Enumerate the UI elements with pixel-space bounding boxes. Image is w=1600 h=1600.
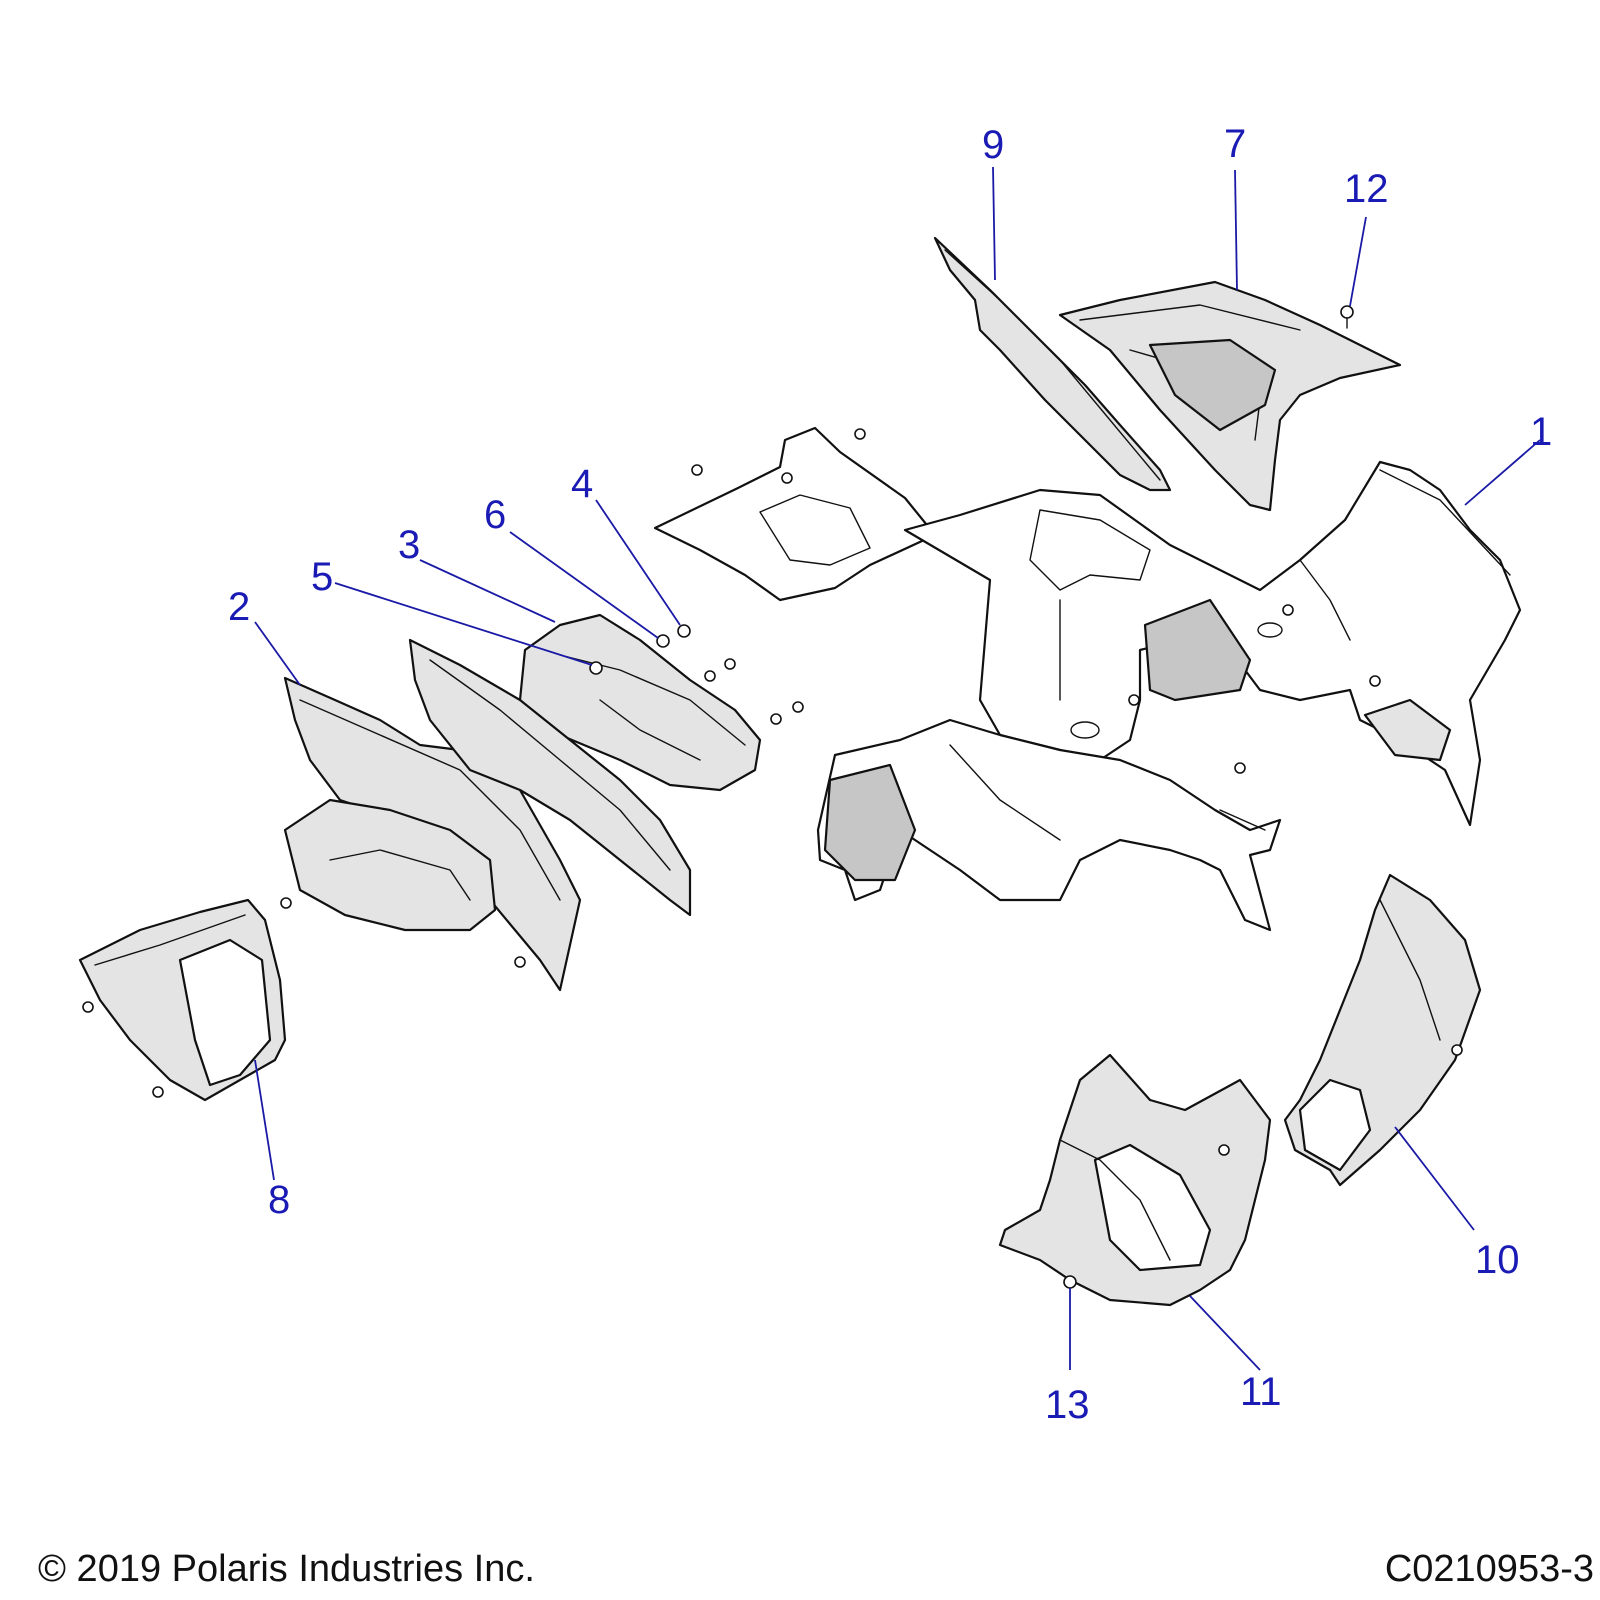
part-1-main-body bbox=[653, 426, 1522, 932]
callout-8: 8 bbox=[268, 1178, 290, 1222]
callout-6: 6 bbox=[484, 493, 506, 537]
drawing-number: C0210953-3 bbox=[1384, 1548, 1594, 1590]
part-4-fastener bbox=[677, 624, 691, 638]
callout-11: 11 bbox=[1240, 1370, 1282, 1414]
part-13-fastener bbox=[1063, 1275, 1077, 1289]
callout-10: 10 bbox=[1475, 1238, 1520, 1282]
callout-1: 1 bbox=[1530, 410, 1552, 454]
callout-3: 3 bbox=[398, 523, 420, 567]
callout-7: 7 bbox=[1224, 122, 1246, 166]
fasteners bbox=[82, 428, 1463, 1289]
part-10-splash-guard bbox=[1283, 873, 1482, 1187]
part-9-side-panel bbox=[933, 236, 1172, 492]
part-5-clip bbox=[589, 661, 603, 675]
callout-labels: 1 2 3 4 5 6 7 8 9 10 11 12 13 bbox=[228, 122, 1552, 1427]
callout-9: 9 bbox=[982, 123, 1004, 167]
part-2-side-fairing bbox=[283, 638, 692, 992]
part-11-splash-guard bbox=[998, 1053, 1272, 1307]
part-6-washer bbox=[656, 634, 670, 648]
part-8-lower-cover bbox=[78, 898, 287, 1102]
callout-12: 12 bbox=[1344, 167, 1389, 211]
callout-5: 5 bbox=[311, 555, 333, 599]
copyright-notice: © 2019 Polaris Industries Inc. bbox=[38, 1548, 535, 1590]
callout-4: 4 bbox=[571, 462, 593, 506]
callout-2: 2 bbox=[228, 585, 250, 629]
callout-13: 13 bbox=[1045, 1383, 1090, 1427]
part-7-rear-cover bbox=[1058, 280, 1402, 512]
part-12-fastener bbox=[1340, 305, 1354, 329]
leader-lines bbox=[254, 166, 1541, 1371]
